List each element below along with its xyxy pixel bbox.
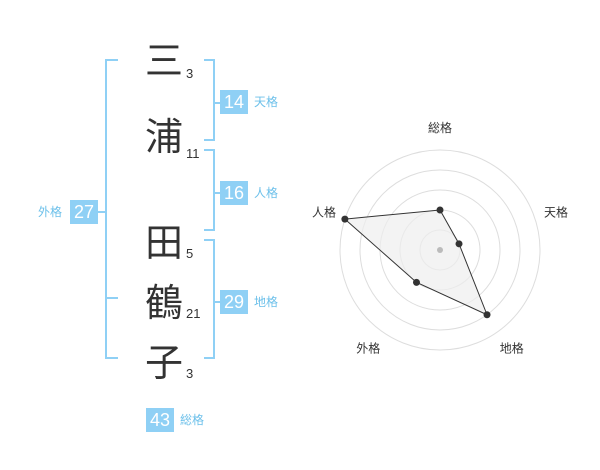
stroke-count-5: 3 xyxy=(186,366,194,381)
name-char-1: 三 xyxy=(144,39,183,83)
chikaku-label: 地格 xyxy=(254,295,279,309)
radar-axis-label-1: 総格 xyxy=(428,120,452,135)
stroke-count-4: 21 xyxy=(186,306,201,321)
radar-point-3 xyxy=(483,311,491,319)
radar-center-dot xyxy=(437,247,443,253)
tenkaku-bracket xyxy=(204,59,215,141)
tenkaku-label: 天格 xyxy=(254,95,279,109)
radar-ring xyxy=(339,149,541,351)
gaikaku-label: 外格 xyxy=(38,205,63,219)
chikaku-badge: 29 xyxy=(220,290,248,314)
gaikaku-bracket xyxy=(105,59,118,359)
stroke-count-2: 11 xyxy=(186,146,200,161)
name-char-2: 浦 xyxy=(144,115,183,159)
radar-axis-label-4: 外格 xyxy=(356,341,380,356)
radar-ring xyxy=(359,169,521,331)
tenkaku-badge: 14 xyxy=(220,90,248,114)
soukaku-label: 総格 xyxy=(180,413,205,427)
name-char-4: 鶴 xyxy=(144,281,183,325)
soukaku-badge: 43 xyxy=(146,408,174,432)
stroke-count-3: 5 xyxy=(186,246,194,261)
chikaku-bracket xyxy=(204,239,215,359)
radar-axis-label-3: 地格 xyxy=(500,341,524,356)
radar-point-4 xyxy=(412,278,420,286)
radar-axis-label-2: 天格 xyxy=(544,204,568,219)
radar-axis-label-5: 人格 xyxy=(312,204,336,219)
name-char-3: 田 xyxy=(144,221,183,265)
jinkaku-label: 人格 xyxy=(254,186,279,200)
stroke-count-1: 3 xyxy=(186,66,194,81)
radar-points xyxy=(341,206,491,319)
gaikaku-badge: 27 xyxy=(70,200,98,224)
jinkaku-badge: 16 xyxy=(220,181,248,205)
radar-point-2 xyxy=(455,240,463,248)
radar-point-1 xyxy=(436,206,444,214)
radar-data-area xyxy=(343,209,488,316)
jinkaku-bracket xyxy=(204,149,215,231)
radar-point-5 xyxy=(341,215,349,223)
name-char-5: 子 xyxy=(144,341,183,385)
